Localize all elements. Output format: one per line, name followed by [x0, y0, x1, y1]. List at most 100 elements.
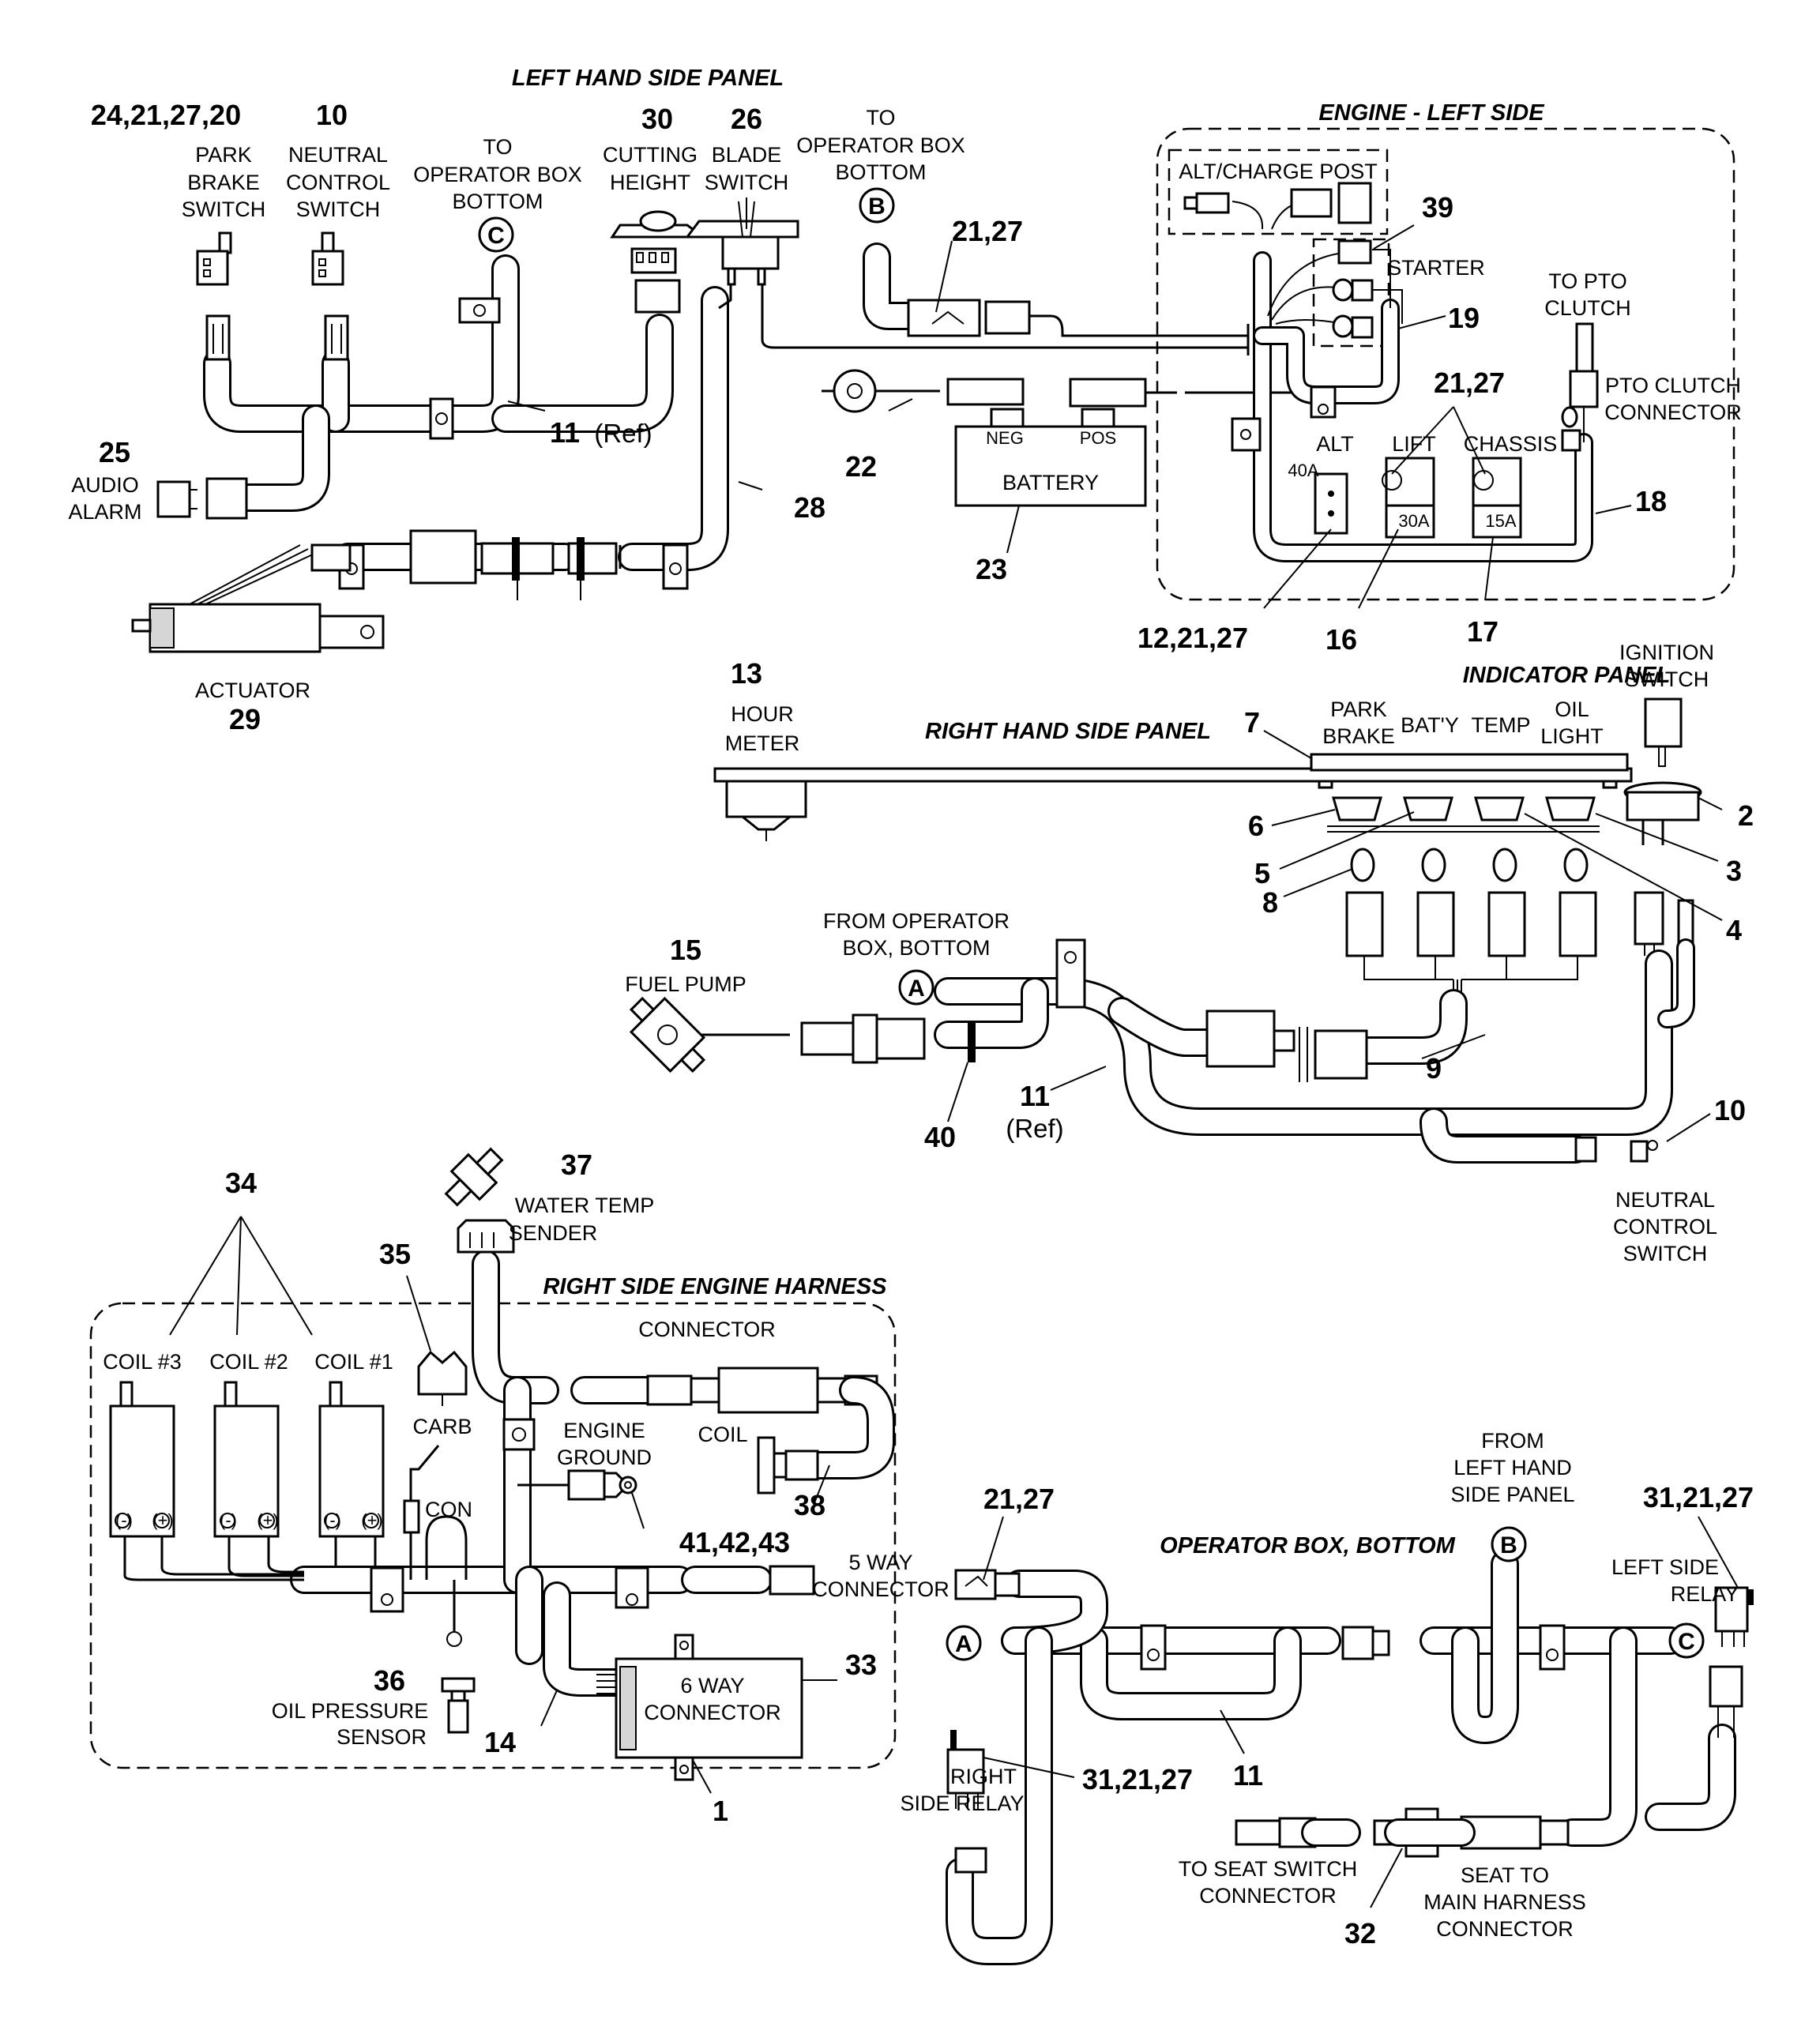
callout-3: 3: [1726, 855, 1742, 887]
ignition-switch-label-2: SWITCH: [1625, 667, 1709, 691]
callout-8: 8: [1262, 886, 1278, 919]
audio-alarm: [156, 477, 248, 520]
park-brake-switch: [196, 231, 232, 361]
pto-clutch-connector-label-1: PTO CLUTCH: [1605, 374, 1741, 397]
neutral-mid-label-3: SWITCH: [1623, 1242, 1707, 1265]
callout-35: 35: [379, 1238, 411, 1270]
temp-label: TEMP: [1471, 713, 1530, 737]
leader-lines-top: [507, 224, 1632, 609]
oil-light-label-1: OIL: [1555, 697, 1589, 721]
circle-b-top: [859, 187, 895, 224]
callout-6: 6: [1248, 810, 1264, 842]
circle-a-bottom: [946, 1625, 982, 1661]
callout-15: 15: [670, 934, 701, 966]
callout-26: 26: [731, 103, 762, 135]
five-way-label-2: CONNECTOR: [812, 1577, 949, 1601]
coil3-plus: (+): [152, 1510, 174, 1530]
coil2-plus: (+): [257, 1510, 279, 1530]
leader-5: [1279, 811, 1415, 870]
neg-label: NEG: [986, 428, 1024, 448]
right-side-relay-label-1: RIGHT: [950, 1765, 1017, 1788]
park-brake-ind-label-1: PARK: [1330, 697, 1387, 721]
neutral-mid-label-2: CONTROL: [1613, 1215, 1717, 1239]
circle-a-mid: [898, 969, 934, 1006]
to-op-box-c-label-3: BOTTOM: [452, 190, 543, 213]
coil2-minus: (-): [220, 1510, 237, 1530]
fuse-30a-label: 30A: [1398, 511, 1429, 531]
callout-10-top: 10: [316, 99, 348, 131]
circle-c-bottom: [1668, 1622, 1705, 1659]
callout-39: 39: [1422, 191, 1453, 224]
coil1-label: COIL #1: [314, 1350, 393, 1374]
seat-to-main-label-2: MAIN HARNESS: [1423, 1890, 1586, 1914]
callout-11-top-ref: (Ref): [594, 419, 652, 448]
audio-alarm-label-2: ALARM: [68, 500, 141, 524]
callout-31-21-27-left: 31,21,27: [1082, 1763, 1193, 1795]
carb-label: CARB: [412, 1415, 472, 1438]
callout-21-27-top: 21,27: [952, 215, 1023, 247]
ignition-switch-label-1: IGNITION: [1619, 641, 1714, 664]
callout-2: 2: [1738, 799, 1754, 832]
callout-30: 30: [641, 103, 673, 135]
oil-pressure-label-2: SENSOR: [337, 1725, 427, 1749]
callout-10-mid: 10: [1714, 1094, 1746, 1126]
fuel-pump-assembly: [629, 977, 1049, 1073]
six-way-label-2: CONNECTOR: [644, 1701, 781, 1724]
circle-b-bottom-label: B: [1500, 1532, 1517, 1558]
callout-38: 38: [794, 1489, 825, 1521]
water-temp-label-1: WATER TEMP: [515, 1194, 655, 1217]
to-op-box-c-label-1: TO: [483, 135, 512, 159]
mid-harness: [934, 938, 1695, 1164]
callout-31-21-27-right: 31,21,27: [1643, 1481, 1754, 1513]
engine-left-side-heading: ENGINE - LEFT SIDE: [1318, 100, 1545, 126]
leader-4: [1524, 813, 1723, 921]
from-lh-panel-label-1: FROM: [1481, 1429, 1544, 1453]
right-hand-side-panel-heading: RIGHT HAND SIDE PANEL: [925, 719, 1211, 744]
callout-36: 36: [374, 1664, 405, 1697]
hour-meter-label-2: METER: [725, 731, 800, 755]
fuel-pump-label: FUEL PUMP: [625, 972, 746, 996]
leader-3: [1595, 813, 1719, 862]
callout-11-top: 11: [550, 416, 580, 449]
from-lh-panel-label-2: LEFT HAND: [1453, 1456, 1572, 1479]
callout-1: 1: [713, 1795, 728, 1827]
to-pto-clutch-label-2: CLUTCH: [1544, 296, 1631, 320]
leader-lines-bottom-left: [169, 1216, 837, 1794]
neutral-mid-label-1: NEUTRAL: [1615, 1188, 1715, 1212]
coil1-plus: (+): [361, 1510, 383, 1530]
actuator-label: ACTUATOR: [195, 679, 310, 702]
neutral-top-label-3: SWITCH: [296, 197, 380, 221]
coil3-minus: (-): [115, 1510, 133, 1530]
engine-ground-label-1: ENGINE: [563, 1419, 645, 1442]
callout-37: 37: [561, 1149, 592, 1181]
alt-charge-post-region: [1168, 149, 1389, 235]
callout-7: 7: [1244, 706, 1260, 739]
coil2-label: COIL #2: [209, 1350, 288, 1374]
circle-b-bottom: [1491, 1526, 1527, 1562]
connector-label: CONNECTOR: [638, 1318, 776, 1341]
oil-pressure-label-1: OIL PRESSURE: [272, 1699, 429, 1723]
to-seat-switch-label-1: TO SEAT SWITCH: [1179, 1857, 1358, 1881]
neutral-top-label-1: NEUTRAL: [288, 143, 388, 167]
batty-label: BAT'Y: [1401, 713, 1459, 737]
blade-switch-label-2: SWITCH: [705, 171, 788, 194]
to-seat-switch-label-2: CONNECTOR: [1199, 1884, 1337, 1908]
callout-18: 18: [1635, 485, 1667, 517]
seat-to-main-label-1: SEAT TO: [1461, 1863, 1549, 1887]
circle-b-top-label: B: [868, 194, 886, 220]
callout-11-mid: 11: [1020, 1080, 1050, 1112]
six-way-label-1: 6 WAY: [680, 1674, 744, 1698]
coil-label: COIL: [698, 1423, 747, 1446]
hour-meter-label-1: HOUR: [731, 702, 794, 726]
leader-7: [1263, 730, 1312, 759]
callout-33: 33: [845, 1649, 877, 1681]
to-pto-clutch-label-1: TO PTO: [1548, 269, 1627, 293]
five-way-label-1: 5 WAY: [848, 1551, 912, 1574]
callout-29: 29: [229, 703, 261, 735]
left-side-relay-label-1: LEFT SIDE: [1611, 1555, 1719, 1579]
leader-lines-bottom-right: [983, 1516, 1739, 1908]
callout-4: 4: [1726, 914, 1742, 946]
starter-label: STARTER: [1387, 256, 1485, 280]
callout-41-42-43: 41,42,43: [679, 1526, 790, 1558]
